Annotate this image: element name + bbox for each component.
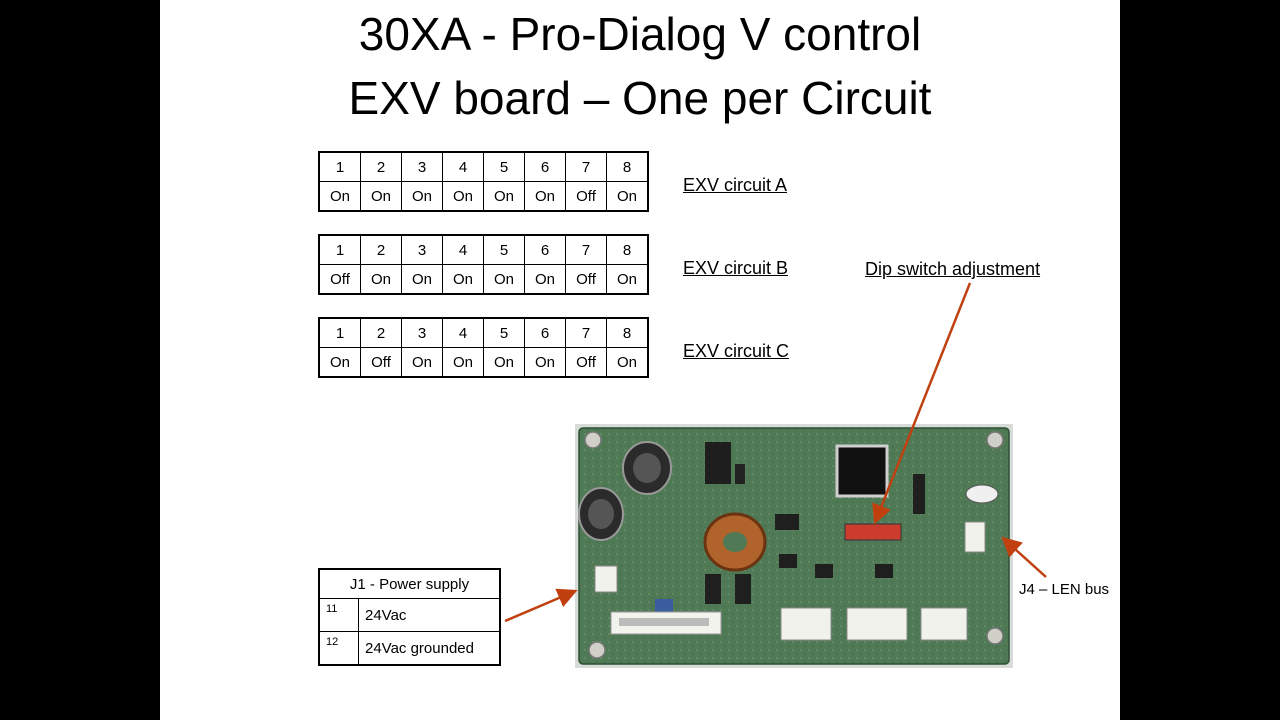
dip-value-cell: On bbox=[524, 181, 566, 212]
dip-value-cell: Off bbox=[360, 347, 402, 378]
circuit-b-label: EXV circuit B bbox=[683, 258, 789, 278]
power-supply-table: J1 - Power supply 11 24Vac 12 24Vac grou… bbox=[318, 568, 501, 666]
dip-value-cell: On bbox=[524, 347, 566, 378]
dip-value-cell: On bbox=[442, 347, 484, 378]
dip-value-cell: On bbox=[606, 181, 649, 212]
title-line-2: EXV board – One per Circuit bbox=[348, 72, 932, 124]
dip-value-cell: On bbox=[318, 181, 361, 212]
dip-header-cell: 3 bbox=[401, 317, 443, 348]
dip-value-cell: On bbox=[483, 181, 525, 212]
dip-header-cell: 7 bbox=[565, 317, 607, 348]
dip-value-cell: On bbox=[524, 264, 566, 295]
dip-value-cell: Off bbox=[565, 264, 607, 295]
dip-table-circuit-a: 1 2 3 4 5 6 7 8 On On On On On On Off On bbox=[318, 151, 649, 212]
dip-value-cell: On bbox=[360, 264, 402, 295]
dip-header-cell: 1 bbox=[318, 317, 361, 348]
power-header-cell: J1 - Power supply bbox=[318, 568, 501, 599]
power-desc-cell: 24Vac grounded bbox=[358, 631, 501, 666]
dip-header-cell: 6 bbox=[524, 317, 566, 348]
dip-header-cell: 4 bbox=[442, 151, 484, 182]
dip-header-cell: 2 bbox=[360, 234, 402, 265]
dip-header-cell: 8 bbox=[606, 234, 649, 265]
dip-table-circuit-c: 1 2 3 4 5 6 7 8 On Off On On On On Off O… bbox=[318, 317, 649, 378]
dip-value-cell: Off bbox=[565, 347, 607, 378]
dip-value-cell: On bbox=[606, 347, 649, 378]
dip-header-cell: 6 bbox=[524, 151, 566, 182]
dip-value-row: On Off On On On On Off On bbox=[318, 347, 649, 378]
dip-value-cell: On bbox=[442, 264, 484, 295]
circuit-c-label: EXV circuit C bbox=[683, 341, 790, 361]
dip-value-cell: On bbox=[401, 181, 443, 212]
dip-header-cell: 2 bbox=[360, 317, 402, 348]
dip-value-cell: On bbox=[483, 347, 525, 378]
dip-value-cell: Off bbox=[318, 264, 361, 295]
dip-header-row: 1 2 3 4 5 6 7 8 bbox=[318, 234, 649, 265]
dip-header-cell: 8 bbox=[606, 317, 649, 348]
dip-header-cell: 7 bbox=[565, 151, 607, 182]
dip-value-cell: On bbox=[401, 347, 443, 378]
dip-value-row: Off On On On On On Off On bbox=[318, 264, 649, 295]
dip-header-cell: 5 bbox=[483, 317, 525, 348]
dip-header-cell: 5 bbox=[483, 151, 525, 182]
j4-len-bus-label: J4 – LEN bus bbox=[1019, 581, 1110, 598]
dip-header-cell: 4 bbox=[442, 234, 484, 265]
power-desc-cell: 24Vac bbox=[358, 598, 501, 632]
dip-switch-callout: Dip switch adjustment bbox=[865, 259, 1041, 279]
power-pin-cell: 12 bbox=[318, 631, 359, 666]
power-pin-cell: 11 bbox=[318, 598, 359, 632]
dip-header-cell: 4 bbox=[442, 317, 484, 348]
power-header-row: J1 - Power supply bbox=[318, 568, 501, 599]
dip-value-cell: On bbox=[401, 264, 443, 295]
dip-value-cell: On bbox=[606, 264, 649, 295]
dip-value-cell: On bbox=[360, 181, 402, 212]
dip-header-cell: 7 bbox=[565, 234, 607, 265]
dip-header-cell: 3 bbox=[401, 234, 443, 265]
dip-table-circuit-b: 1 2 3 4 5 6 7 8 Off On On On On On Off O… bbox=[318, 234, 649, 295]
dip-value-row: On On On On On On Off On bbox=[318, 181, 649, 212]
dip-header-row: 1 2 3 4 5 6 7 8 bbox=[318, 317, 649, 348]
dip-value-cell: Off bbox=[565, 181, 607, 212]
dip-header-row: 1 2 3 4 5 6 7 8 bbox=[318, 151, 649, 182]
dip-header-cell: 6 bbox=[524, 234, 566, 265]
power-row: 11 24Vac bbox=[318, 598, 501, 632]
dip-header-cell: 1 bbox=[318, 151, 361, 182]
dip-value-cell: On bbox=[483, 264, 525, 295]
dip-value-cell: On bbox=[442, 181, 484, 212]
title-line-1: 30XA - Pro-Dialog V control bbox=[358, 8, 922, 60]
circuit-a-label: EXV circuit A bbox=[683, 175, 788, 195]
dip-value-cell: On bbox=[318, 347, 361, 378]
dip-header-cell: 3 bbox=[401, 151, 443, 182]
power-row: 12 24Vac grounded bbox=[318, 631, 501, 666]
dip-header-cell: 2 bbox=[360, 151, 402, 182]
dip-header-cell: 1 bbox=[318, 234, 361, 265]
dip-header-cell: 8 bbox=[606, 151, 649, 182]
exv-board-image bbox=[575, 424, 1013, 668]
dip-header-cell: 5 bbox=[483, 234, 525, 265]
